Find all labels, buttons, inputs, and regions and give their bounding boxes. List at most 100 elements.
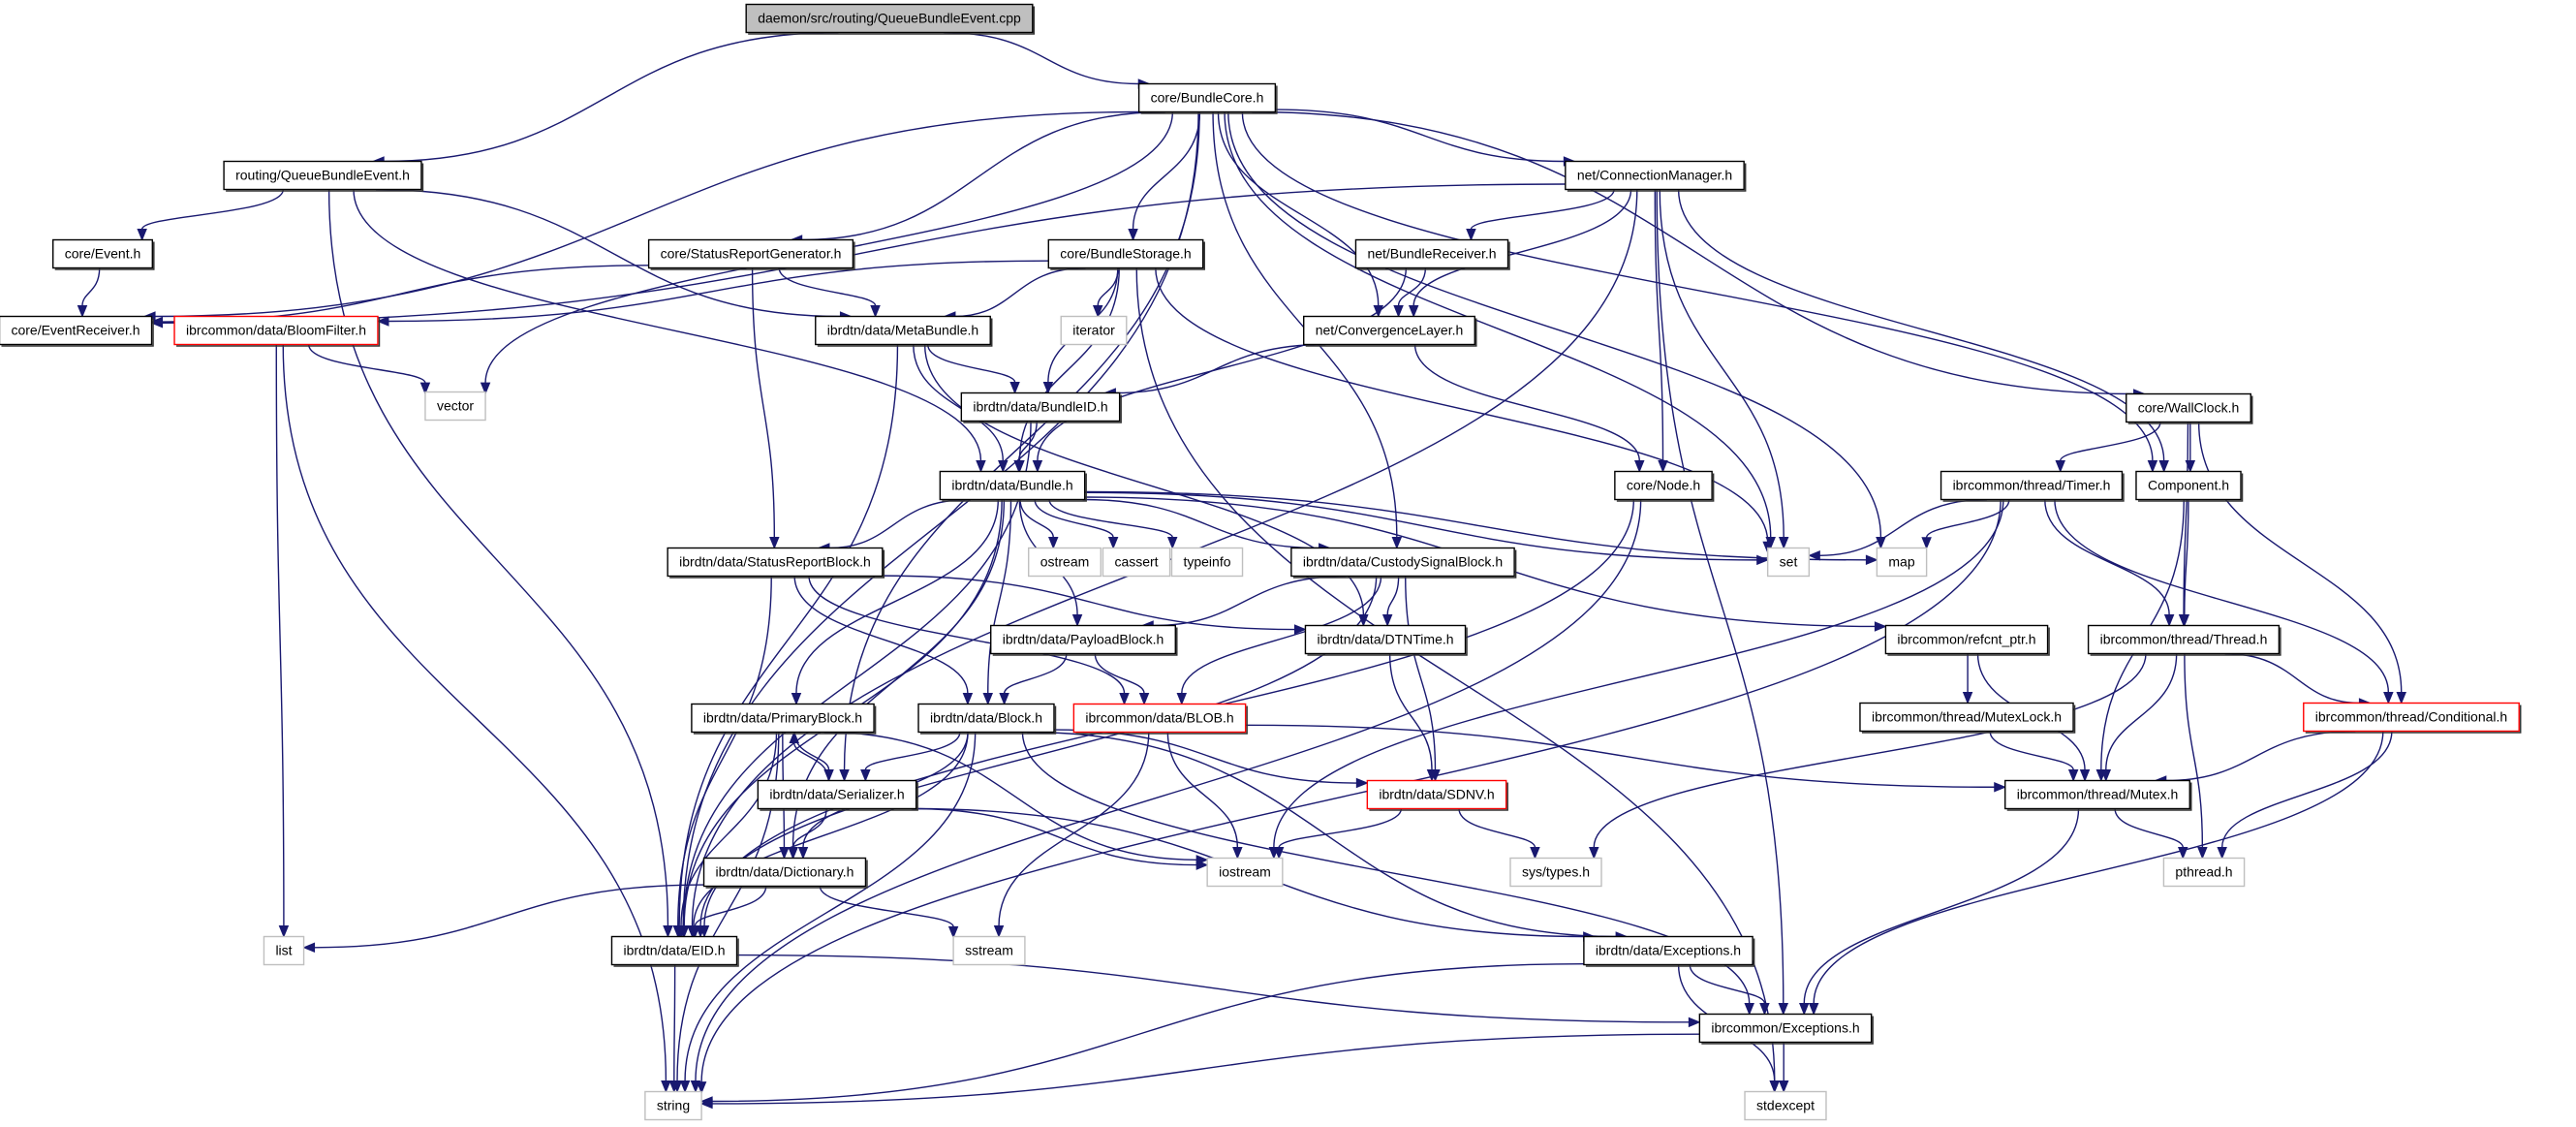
edge-bloomfilter-to-list — [275, 344, 290, 938]
edge-wallclock-to-timer — [2055, 422, 2161, 473]
node-cassert[interactable]: cassert — [1102, 547, 1171, 578]
node-label: ibrdtn/data/Serializer.h — [769, 787, 904, 802]
edge-queuebundleeventh-to-eid — [327, 189, 673, 938]
node-iterator[interactable]: iterator — [1060, 315, 1128, 346]
node-node[interactable]: core/Node.h — [1614, 470, 1715, 502]
edge-line — [1135, 267, 1776, 1081]
node-mutexlock[interactable]: ibrcommon/thread/MutexLock.h — [1859, 702, 2076, 734]
arrowhead-icon — [1744, 1003, 1754, 1016]
edge-line — [384, 31, 839, 163]
node-eid[interactable]: ibrdtn/data/EID.h — [610, 935, 739, 967]
node-queuebundleeventh[interactable]: routing/QueueBundleEvent.h — [223, 160, 424, 192]
edge-line — [987, 499, 1012, 694]
node-convergencelayer[interactable]: net/ConvergenceLayer.h — [1303, 315, 1477, 347]
arrowhead-icon — [993, 925, 1005, 938]
arrowhead-icon — [1232, 847, 1243, 860]
node-commonexceptions[interactable]: ibrcommon/Exceptions.h — [1698, 1013, 1874, 1045]
node-dictionary[interactable]: ibrdtn/data/Dictionary.h — [702, 857, 868, 889]
node-bundlecore[interactable]: core/BundleCore.h — [1137, 82, 1278, 114]
node-shadow — [817, 318, 993, 347]
node-mutex[interactable]: ibrcommon/thread/Mutex.h — [2004, 779, 2192, 811]
edge-connectionmanager-to-convergencelayer — [1408, 189, 1632, 318]
node-box — [223, 160, 422, 191]
node-label: ibrdtn/data/Exceptions.h — [1596, 943, 1741, 958]
arrowhead-icon — [1426, 769, 1438, 782]
node-bundle[interactable]: ibrdtn/data/Bundle.h — [939, 470, 1087, 502]
edge-line — [162, 183, 1566, 324]
edge-line — [1278, 808, 1403, 848]
node-block[interactable]: ibrdtn/data/Block.h — [917, 703, 1057, 735]
edge-timer-to-set — [1808, 498, 1987, 561]
node-event[interactable]: core/Event.h — [51, 238, 155, 270]
node-conditional[interactable]: ibrcommon/thread/Conditional.h — [2303, 702, 2522, 734]
node-serializer[interactable]: ibrdtn/data/Serializer.h — [757, 779, 918, 811]
node-stdexcept[interactable]: stdexcept — [1744, 1090, 1827, 1121]
arrowhead-icon — [77, 305, 88, 318]
node-metabundle[interactable]: ibrdtn/data/MetaBundle.h — [815, 315, 993, 347]
node-map[interactable]: map — [1876, 547, 1928, 578]
node-dtntime[interactable]: ibrdtn/data/DTNTime.h — [1304, 624, 1468, 656]
node-connectionmanager[interactable]: net/ConnectionManager.h — [1565, 160, 1747, 192]
edge-statusreportblock-to-dtntime — [882, 575, 1307, 635]
node-statusreportgenerator[interactable]: core/StatusReportGenerator.h — [647, 238, 855, 270]
edge-bundlestorage-to-metabundle — [943, 266, 1086, 322]
node-string[interactable]: string — [644, 1090, 702, 1121]
node-box — [424, 391, 486, 422]
node-payloadblock[interactable]: ibrdtn/data/PayloadBlock.h — [990, 624, 1178, 656]
node-component[interactable]: Component.h — [2135, 470, 2244, 502]
node-box — [0, 315, 153, 346]
node-timer[interactable]: ibrcommon/thread/Timer.h — [1940, 470, 2125, 502]
node-sdnv[interactable]: ibrdtn/data/SDNV.h — [1366, 779, 1508, 811]
arrowhead-icon — [788, 847, 798, 860]
node-shadow — [2137, 473, 2244, 502]
node-wallclock[interactable]: core/WallClock.h — [2126, 392, 2253, 424]
node-sstream[interactable]: sstream — [952, 935, 1026, 966]
edge-line — [155, 110, 1139, 318]
node-bundlereceiver[interactable]: net/BundleReceiver.h — [1354, 238, 1510, 270]
node-shadow — [1357, 241, 1510, 270]
node-eventreceiver[interactable]: core/EventReceiver.h — [0, 315, 154, 347]
node-set[interactable]: set — [1766, 547, 1811, 578]
node-typeinfo[interactable]: typeinfo — [1170, 547, 1244, 578]
node-primaryblock[interactable]: ibrdtn/data/PrimaryBlock.h — [691, 703, 877, 735]
edge-bundle-to-map — [1084, 490, 1878, 566]
node-bundleid[interactable]: ibrdtn/data/BundleID.h — [960, 391, 1122, 423]
arrowhead-icon — [2178, 847, 2188, 860]
edge-line — [2184, 499, 2189, 615]
arrowhead-icon — [1355, 777, 1369, 789]
edge-bundle-to-ostream — [1019, 499, 1059, 549]
edge-statusreportgenerator-to-statusreportblock — [751, 267, 780, 549]
arrowhead-icon — [1195, 860, 1209, 870]
node-box — [1137, 82, 1277, 113]
edge-bundlestorage-to-iterator — [1092, 267, 1119, 318]
edge-blob-to-sstream — [993, 732, 1150, 938]
edge-line — [1458, 808, 1536, 848]
edge-line — [140, 189, 285, 230]
node-pthread[interactable]: pthread.h — [2162, 857, 2246, 888]
node-thread[interactable]: ibrcommon/thread/Thread.h — [2087, 624, 2281, 656]
node-statusreportblock[interactable]: ibrdtn/data/StatusReportBlock.h — [667, 547, 885, 579]
node-dataexceptions[interactable]: ibrdtn/data/Exceptions.h — [1583, 935, 1755, 967]
node-vector[interactable]: vector — [424, 391, 486, 422]
node-refcnt_ptr[interactable]: ibrcommon/refcnt_ptr.h — [1884, 624, 2050, 656]
node-box — [1028, 547, 1102, 578]
node-label: string — [657, 1098, 690, 1113]
arrowhead-icon — [1393, 305, 1404, 318]
node-iostream[interactable]: iostream — [1206, 857, 1284, 888]
node-custodysignalblock[interactable]: ibrdtn/data/CustodySignalBlock.h — [1290, 547, 1517, 579]
node-ostream[interactable]: ostream — [1028, 547, 1102, 578]
node-bloomfilter[interactable]: ibrcommon/data/BloomFilter.h — [173, 315, 381, 347]
arrowhead-icon — [1293, 624, 1307, 635]
node-label: ibrdtn/data/CustodySignalBlock.h — [1303, 554, 1503, 570]
edge-block-to-commonexceptions — [1021, 732, 1754, 1016]
node-box — [960, 391, 1121, 423]
node-systypes[interactable]: sys/types.h — [1509, 857, 1602, 888]
node-bundlestorage[interactable]: core/BundleStorage.h — [1047, 238, 1205, 270]
edge-line — [1397, 267, 1427, 306]
edge-line — [1153, 575, 1347, 627]
arrowhead-icon — [137, 229, 147, 241]
node-list[interactable]: list — [263, 935, 305, 966]
node-blob[interactable]: ibrcommon/data/BLOB.h — [1072, 703, 1248, 735]
edge-mutex-to-commonexceptions — [1799, 808, 2080, 1016]
node-root[interactable]: daemon/src/routing/QueueBundleEvent.cpp — [745, 3, 1036, 35]
